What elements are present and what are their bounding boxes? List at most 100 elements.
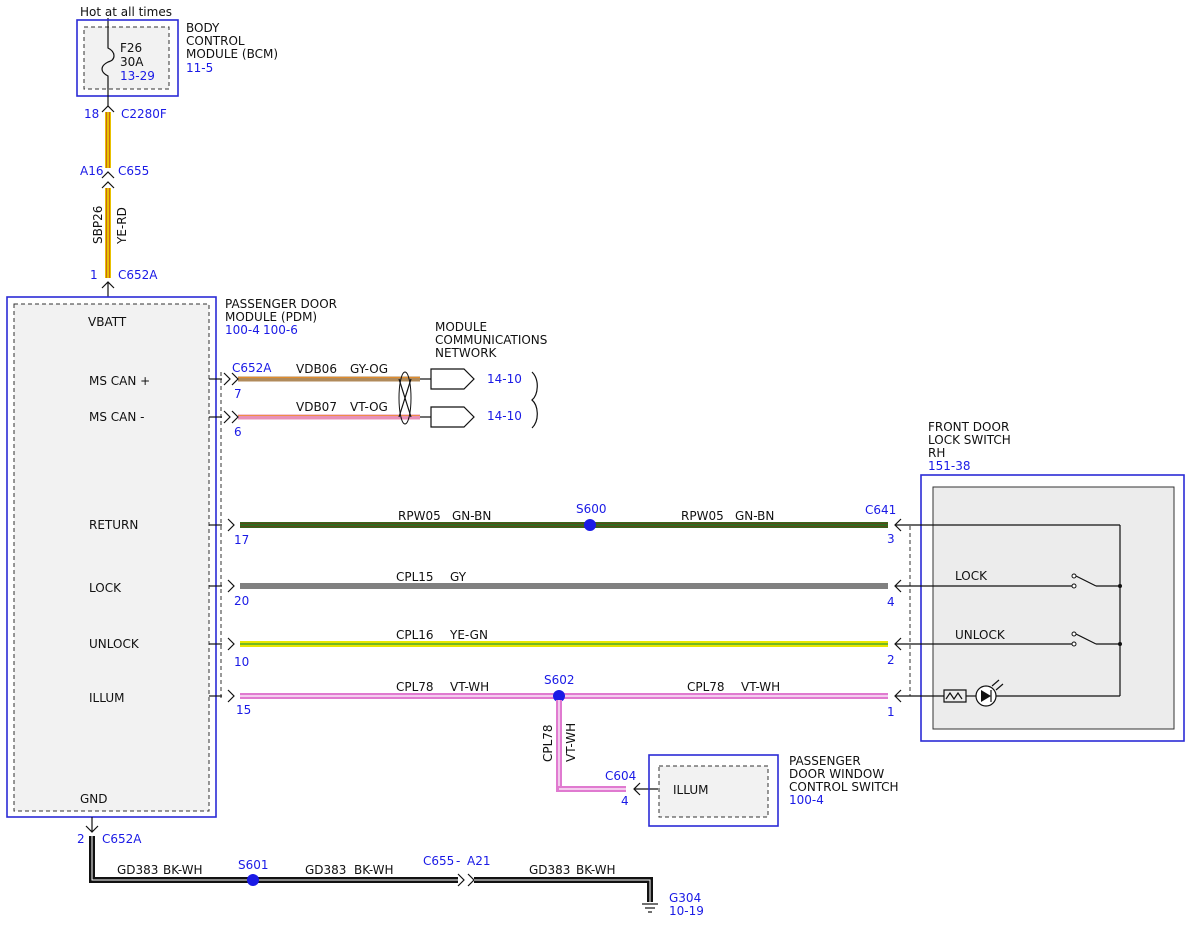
illum-splice: S602 (544, 673, 575, 687)
connector-chevron-icon (227, 579, 235, 593)
feed-conn-pdm: C652A (118, 268, 158, 282)
connector-chevron-icon (101, 105, 115, 113)
ground-inline-connector: C655 (423, 854, 454, 868)
connector-chevron-icon (101, 171, 115, 179)
feed-pin-mid: A16 (80, 164, 103, 178)
fuse-icon (101, 26, 115, 106)
connector-chevron-icon (223, 372, 231, 386)
pdm-pin-gnd: GND (80, 792, 108, 806)
illum-branch-connector: C604 (605, 769, 636, 783)
bcm-ref: 11-5 (186, 61, 213, 75)
return-pin-left: 17 (234, 533, 249, 547)
lock-switch-inner (932, 486, 1175, 730)
pdm-name-2: MODULE (PDM) (225, 310, 317, 324)
lock-color: GY (450, 570, 467, 584)
illum-circuit-left: CPL78 (396, 680, 434, 694)
ground-color-1: BK-WH (163, 863, 203, 877)
network-title-1: MODULE (435, 320, 487, 334)
illum-branch-circuit: CPL78 (541, 724, 555, 762)
bcm-name-2: CONTROL (186, 34, 245, 48)
connector-chevron-icon (227, 689, 235, 703)
bcm-name-3: MODULE (BCM) (186, 47, 278, 61)
splice-s600 (584, 519, 596, 531)
pdm-ref-2: 100-6 (263, 323, 298, 337)
lock-switch-title-2: LOCK SWITCH (928, 433, 1011, 447)
switch-lock-label: LOCK (955, 569, 988, 583)
can-plus-arrow-icon (430, 368, 475, 390)
return-pin-right: 3 (887, 532, 895, 546)
lock-switch-title-1: FRONT DOOR (928, 420, 1009, 434)
fuse-ref: 13-29 (120, 69, 155, 83)
unlock-circuit: CPL16 (396, 628, 434, 642)
bcm-inner (83, 26, 170, 90)
ground-circuit-2: GD383 (305, 863, 346, 877)
feed-pin-bcm: 18 (84, 107, 99, 121)
window-switch-box (648, 754, 779, 827)
pdm-inner (13, 303, 210, 812)
unlock-switch-contact-icon (1075, 633, 1097, 645)
pdm-pin-illum: ILLUM (89, 691, 124, 705)
network-title-3: NETWORK (435, 346, 498, 360)
ground-pin: 2 (77, 832, 85, 846)
window-switch-title-3: CONTROL SWITCH (789, 780, 898, 794)
feed-conn-bcm: C2280F (121, 107, 167, 121)
fuse-id: F26 (120, 41, 142, 55)
can-plus-ref: 14-10 (487, 372, 522, 386)
hot-label: Hot at all times (80, 5, 172, 19)
splice-s602 (553, 690, 565, 702)
bcm-name-1: BODY (186, 21, 220, 35)
return-circuit-right: RPW05 (681, 509, 724, 523)
lock-switch-box (920, 474, 1185, 742)
window-switch-title-2: DOOR WINDOW (789, 767, 884, 781)
connector-chevron-icon (227, 518, 235, 532)
ground-circuit-3: GD383 (529, 863, 570, 877)
illum-circuit-right: CPL78 (687, 680, 725, 694)
pdm-pin-return: RETURN (89, 518, 138, 532)
can-plus-pin: 7 (234, 387, 242, 401)
ground-point: G304 (669, 891, 701, 905)
ground-color-3: BK-WH (576, 863, 616, 877)
pdm-pin-unlock: UNLOCK (89, 637, 140, 651)
pdm-name-1: PASSENGER DOOR (225, 297, 337, 311)
switch-unlock-label: UNLOCK (955, 628, 1006, 642)
illum-color-right: VT-WH (741, 680, 780, 694)
illum-branch-color: VT-WH (564, 723, 578, 762)
lock-switch-contact-icon (1075, 575, 1097, 587)
can-plus-color: GY-OG (350, 362, 388, 376)
bcm-box (76, 19, 179, 97)
pdm-box (6, 296, 217, 818)
connector-chevron-icon (101, 181, 115, 189)
window-switch-title-1: PASSENGER (789, 754, 861, 768)
return-splice: S600 (576, 502, 607, 516)
connector-chevron-icon (467, 873, 475, 887)
ground-connector: C652A (102, 832, 142, 846)
fuse-rating: 30A (120, 55, 144, 69)
pdm-pin-ms-can-plus: MS CAN + (89, 374, 150, 388)
window-switch-ref: 100-4 (789, 793, 824, 807)
return-connector: C641 (865, 503, 896, 517)
connector-chevron-icon (223, 410, 231, 424)
lock-pin-right: 4 (887, 595, 895, 609)
network-title-2: COMMUNICATIONS (435, 333, 547, 347)
can-minus-color: VT-OG (350, 400, 388, 414)
ground-wire-right (474, 877, 653, 902)
window-switch-illum: ILLUM (673, 783, 708, 797)
illum-color-left: VT-WH (450, 680, 489, 694)
illum-pin-left: 15 (236, 703, 251, 717)
twisted-pair-icon (398, 371, 412, 425)
illum-branch-pin: 4 (621, 794, 629, 808)
unlock-pin-right: 2 (887, 653, 895, 667)
network-brace (531, 371, 538, 429)
can-connector: C652A (232, 361, 272, 375)
lock-pin-left: 20 (234, 594, 249, 608)
pdm-ref-1: 100-4 (225, 323, 260, 337)
window-switch-inner (658, 765, 769, 818)
ground-splice: S601 (238, 858, 269, 872)
can-minus-pin: 6 (234, 425, 242, 439)
pdm-pin-ms-can-minus: MS CAN - (89, 410, 145, 424)
can-minus-arrow-icon (430, 406, 475, 428)
splice-s601 (247, 874, 259, 886)
feed-pin-pdm: 1 (90, 268, 98, 282)
lock-switch-ref: 151-38 (928, 459, 971, 473)
return-color-left: GN-BN (452, 509, 491, 523)
